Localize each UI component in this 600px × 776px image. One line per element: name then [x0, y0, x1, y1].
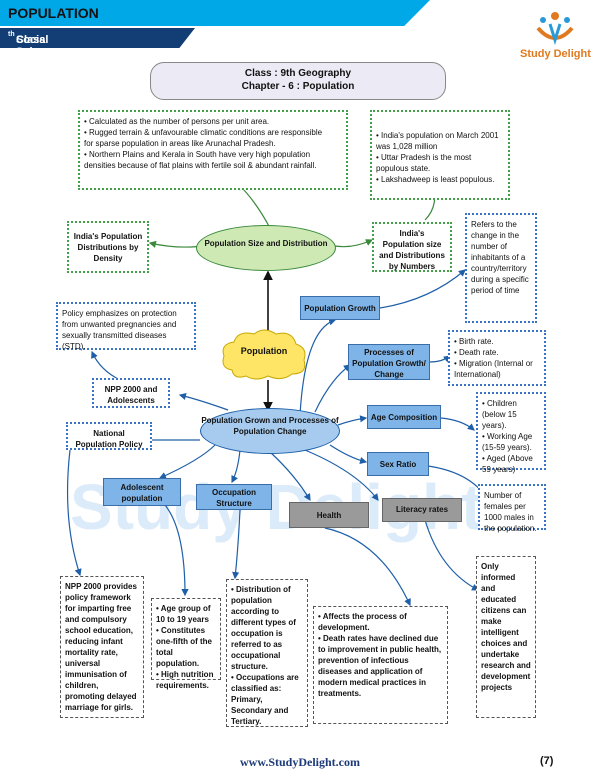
density-fact: for sparse population in areas like Arun…	[84, 139, 276, 148]
page-number: (7)	[540, 755, 554, 767]
numbers-facts-box: • India's population on March 2001 was 1…	[370, 110, 510, 200]
title-line1: Class : 9th Geography	[244, 68, 352, 79]
occupation-item: • Distribution of population according t…	[231, 585, 296, 671]
process-item: • Death rate.	[454, 348, 499, 357]
policy-emphasis-box: Policy emphasizes on protection from unw…	[56, 302, 196, 351]
npp-adolescents-box: NPP 2000 and Adolescents	[92, 378, 170, 408]
age-composition-box: Age Composition	[367, 405, 441, 429]
occupation-list-box: • Distribution of population according t…	[226, 579, 308, 727]
sex-ratio-definition-box: Number of females per 1000 males in the …	[478, 484, 546, 533]
sex-ratio-box: Sex Ratio	[367, 452, 429, 476]
age-list-box: • Children (below 15 years). • Working A…	[476, 392, 546, 474]
density-fact: • Calculated as the number of persons pe…	[84, 117, 270, 126]
occupation-item: • Occupations are classified as: Primary…	[231, 673, 299, 726]
study-delight-logo-icon	[536, 12, 574, 46]
health-box: Health	[289, 502, 369, 528]
title-line2: Chapter - 6 : Population	[241, 81, 355, 92]
density-fact: • Northern Plains and Kerala in South ha…	[84, 150, 317, 170]
logo-text: Study Delight	[520, 48, 591, 60]
population-growth-box: Population Growth	[300, 296, 380, 320]
density-facts-box: • Calculated as the number of persons pe…	[78, 110, 348, 190]
adolescent-list-box: • Age group of 10 to 19 years • Constitu…	[151, 598, 221, 690]
density-fact: • Rugged terrain & unfavourable climatic…	[84, 128, 323, 137]
grown-processes-node: Population Grown and Processes of Popula…	[200, 408, 340, 454]
literacy-rates-box: Literacy rates	[382, 498, 462, 522]
health-item: • Affects the process of development.	[318, 612, 407, 632]
health-list-box: • Affects the process of development. • …	[313, 606, 448, 724]
population-label: Population	[240, 346, 288, 356]
age-item: • Working Age (15-59 years).	[482, 432, 533, 452]
numbers-fact: • Uttar Pradesh is the most populous sta…	[376, 153, 472, 173]
topic-banner: POPULATION	[0, 0, 430, 26]
processes-list-box: • Birth rate. • Death rate. • Migration …	[448, 330, 546, 386]
adolescent-item: • High nutrition requirements.	[156, 670, 214, 690]
topic-title: POPULATION	[8, 5, 99, 21]
literacy-definition-box: Only informed and educated citizens can …	[476, 556, 536, 718]
numbers-fact: • Lakshadweep is least populous.	[376, 175, 495, 184]
processes-change-box: Processes of Population Growth/ Change	[348, 344, 430, 380]
distribution-density-box: India's Population Distributions by Dens…	[67, 221, 149, 273]
process-item: • Migration (Internal or International)	[454, 359, 533, 379]
footer-url[interactable]: www.StudyDelight.com	[239, 755, 360, 769]
age-item: • Aged (Above 59 years)	[482, 454, 533, 474]
chapter-title: Class : 9th Geography Chapter - 6 : Popu…	[150, 62, 446, 100]
health-item: • Death rates have declined due to impro…	[318, 634, 442, 698]
adolescent-population-box: Adolescent population	[103, 478, 181, 506]
numbers-fact: • India's population on March 2001 was 1…	[376, 131, 499, 151]
adolescent-item: • Constitutes one-fifth of the total pop…	[156, 626, 212, 668]
size-distribution-node: Population Size and Distribution	[196, 225, 336, 271]
population-cloud-icon	[222, 329, 306, 380]
occupation-structure-box: Occupation Structure	[196, 484, 272, 510]
npp-framework-box: NPP 2000 provides policy framework for i…	[60, 576, 144, 718]
age-item: • Children (below 15 years).	[482, 399, 517, 430]
adolescent-item: • Age group of 10 to 19 years	[156, 604, 211, 624]
growth-definition-box: Refers to the change in the number of in…	[465, 213, 537, 323]
process-item: • Birth rate.	[454, 337, 494, 346]
distribution-numbers-box: India's Population size and Distribution…	[372, 222, 452, 272]
national-policy-box: National Population Policy	[66, 422, 152, 450]
